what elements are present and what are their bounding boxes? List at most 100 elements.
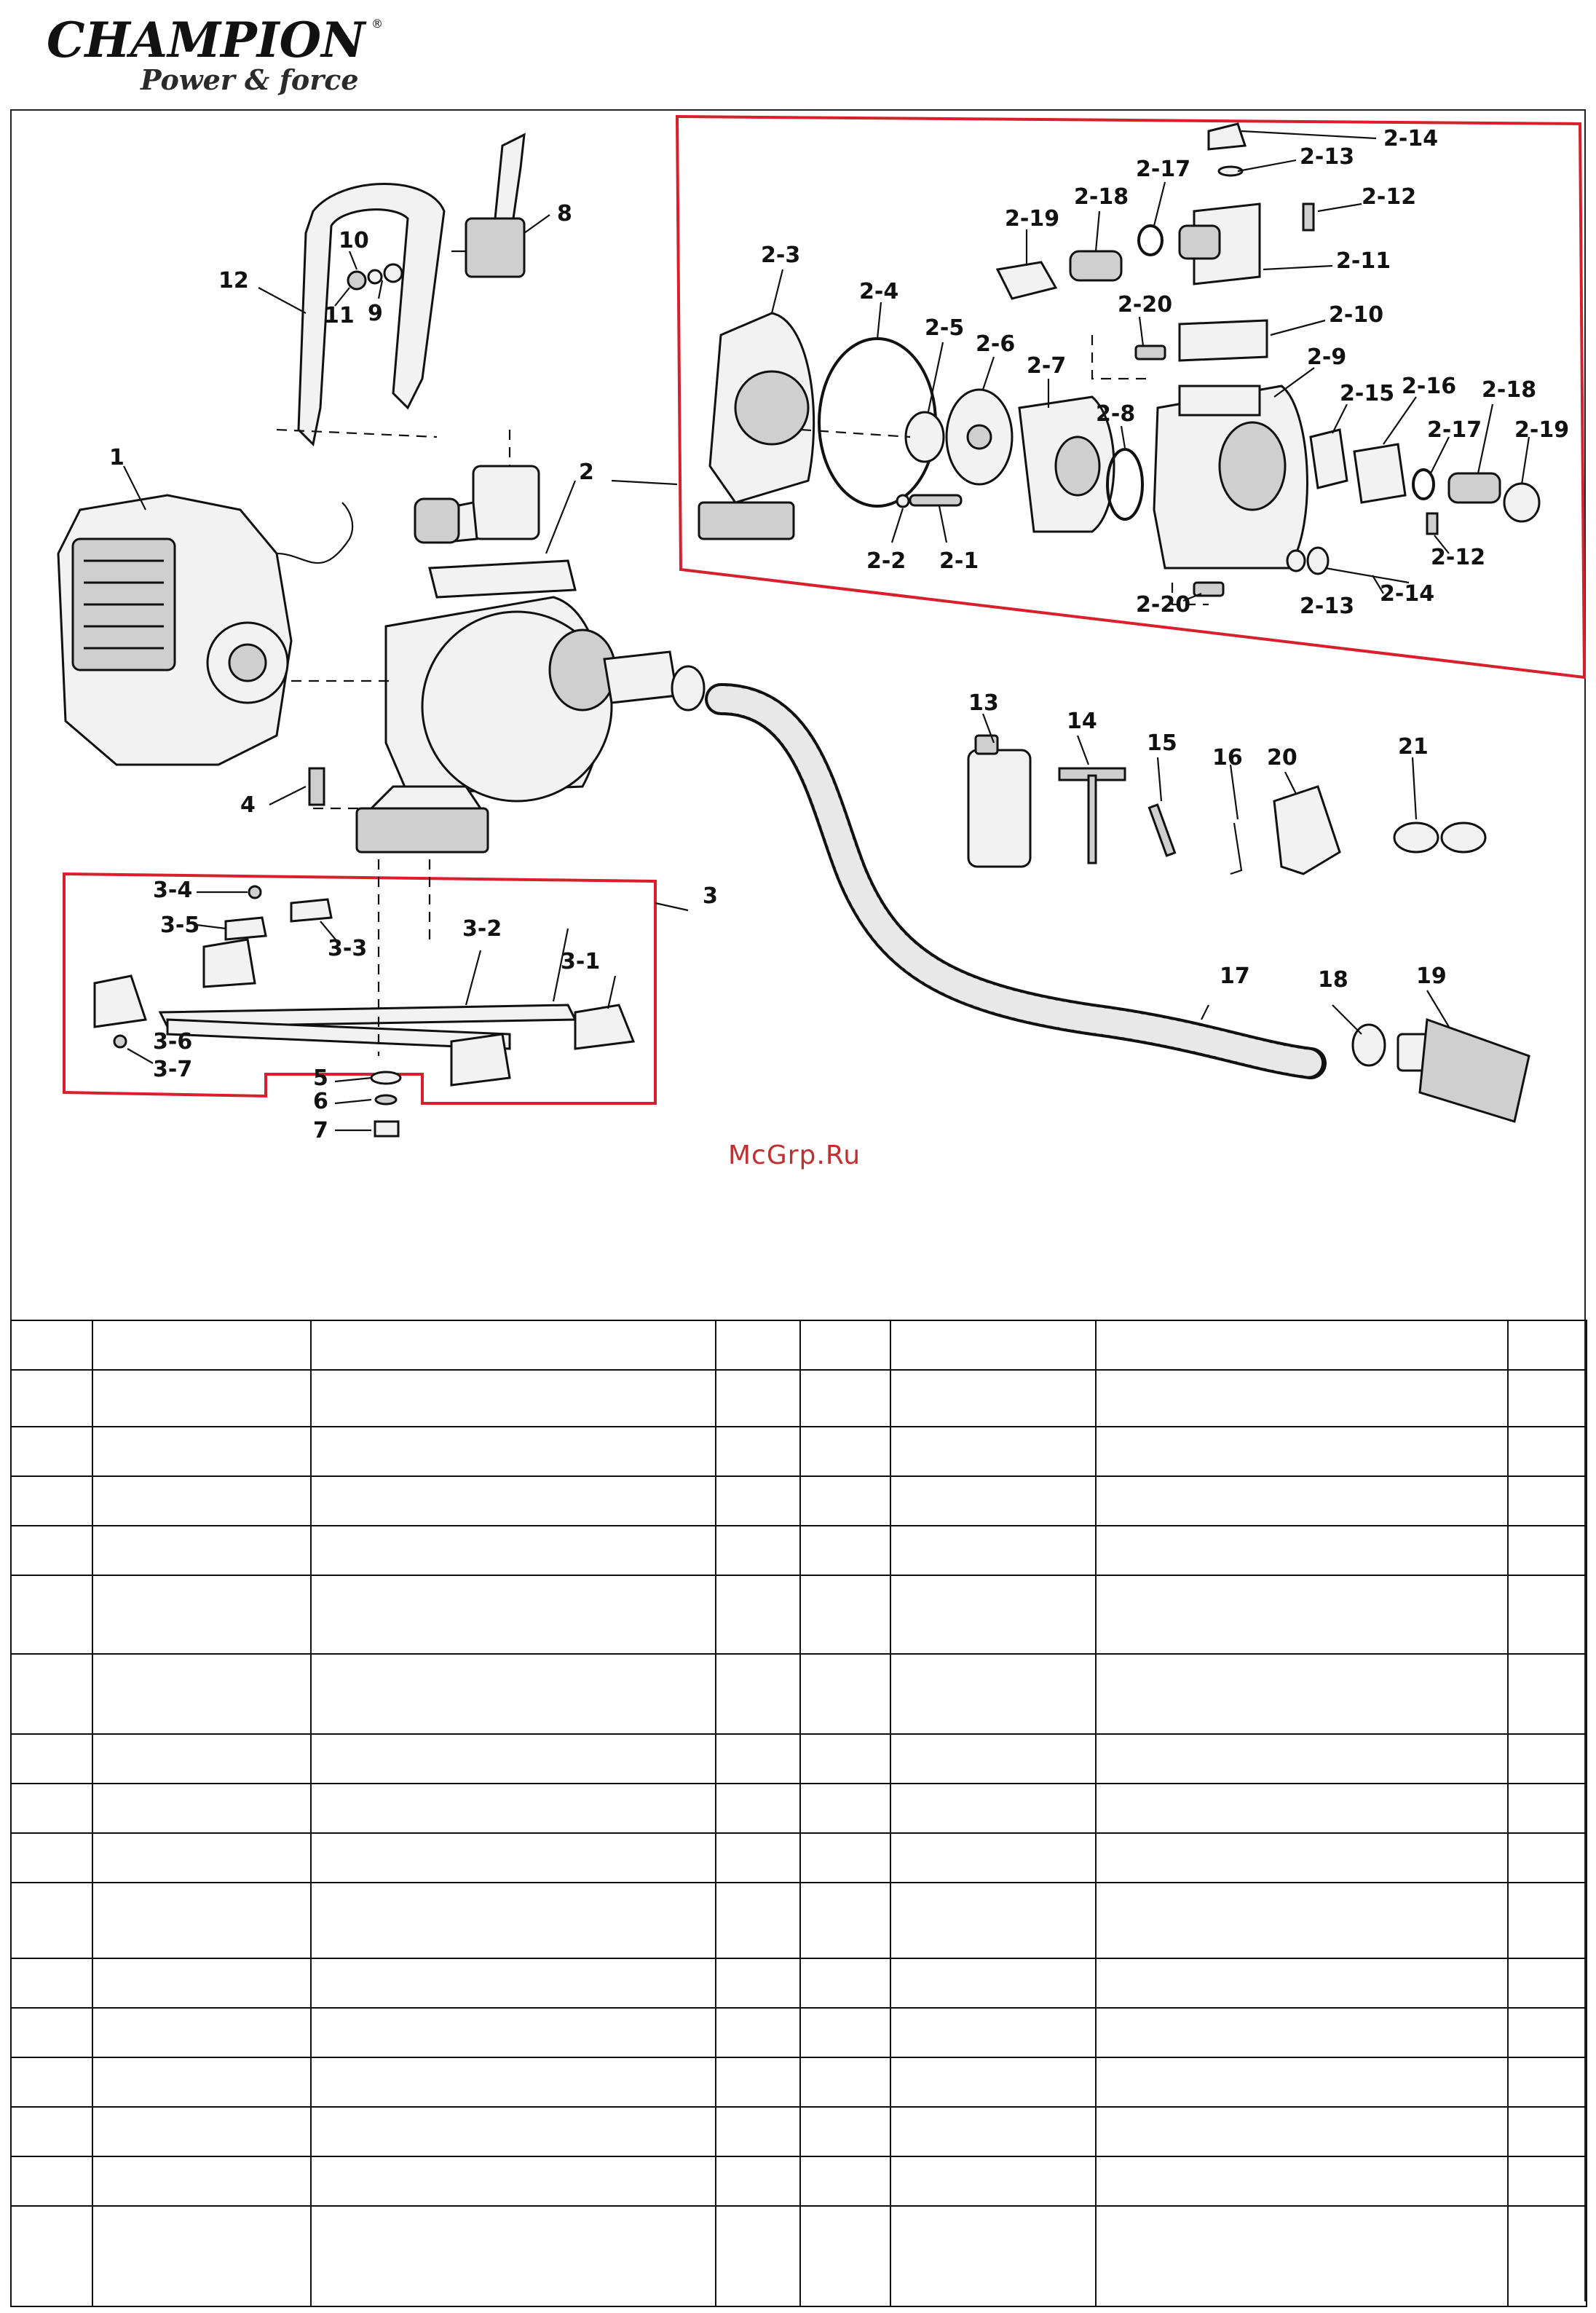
callout-2-14-lower: 2-14 <box>1380 581 1434 607</box>
callout-3-7: 3-7 <box>153 1057 192 1082</box>
callout-2-13: 2-13 <box>1300 144 1354 170</box>
frame-assembly-part <box>93 885 636 1087</box>
table-row <box>10 1320 1587 1371</box>
champion-logo: CHAMPION ® Power & force <box>47 12 383 96</box>
fastener-set-9-10-11 <box>347 263 403 291</box>
brand-name: CHAMPION <box>47 12 367 68</box>
callout-2-6: 2-6 <box>976 331 1015 357</box>
accessory-safety-glasses <box>1393 821 1487 854</box>
accessory-oil-bottle <box>967 734 1032 868</box>
table-row <box>10 1525 1587 1576</box>
callout-3-3: 3-3 <box>328 936 367 961</box>
pump-body-part <box>355 465 679 854</box>
callout-10: 10 <box>339 228 369 253</box>
table-row <box>10 1369 1587 1427</box>
table-row <box>10 1783 1587 1834</box>
callout-2-17-right: 2-17 <box>1427 417 1482 443</box>
table-row <box>10 1882 1587 1959</box>
callout-12: 12 <box>218 268 249 293</box>
callout-18: 18 <box>1318 967 1348 993</box>
page-border-right <box>1584 109 1586 2301</box>
callout-15: 15 <box>1147 730 1177 756</box>
callout-2-20: 2-20 <box>1118 292 1172 318</box>
callout-2-9: 2-9 <box>1307 344 1346 370</box>
callout-11: 11 <box>324 303 355 328</box>
throttle-lever-part <box>451 133 526 278</box>
table-row <box>10 1575 1587 1655</box>
accessory-gloves <box>1273 785 1341 875</box>
callout-19: 19 <box>1416 964 1447 989</box>
table-row <box>10 2106 1587 2157</box>
callout-2-12: 2-12 <box>1362 184 1416 210</box>
callout-14: 14 <box>1067 709 1097 734</box>
parts-table-body <box>10 1320 1587 2307</box>
callout-9: 9 <box>368 301 383 326</box>
table-row <box>10 2007 1587 2058</box>
callout-21: 21 <box>1398 734 1429 760</box>
callout-2-17: 2-17 <box>1136 157 1190 182</box>
handle-part <box>297 183 446 447</box>
brand-registered: ® <box>371 17 383 31</box>
frame-assembly-highlight-box <box>63 872 657 1105</box>
callout-2-20-lower: 2-20 <box>1136 592 1190 618</box>
alignment-line <box>1171 583 1209 606</box>
callout-2-19: 2-19 <box>1005 206 1059 232</box>
parts-table <box>10 1320 1587 2307</box>
watermark: McGrp.Ru <box>728 1140 861 1170</box>
alignment-line <box>800 428 911 438</box>
table-row <box>10 1958 1587 2009</box>
callout-5: 5 <box>313 1065 328 1091</box>
table-row <box>10 1733 1587 1784</box>
leader-lines <box>123 130 1530 1132</box>
callout-8: 8 <box>557 201 572 226</box>
callout-2-12-lower: 2-12 <box>1431 545 1485 570</box>
callout-2-10: 2-10 <box>1329 302 1383 328</box>
callout-7: 7 <box>313 1118 328 1143</box>
callout-4: 4 <box>240 792 256 818</box>
callout-17: 17 <box>1220 964 1250 989</box>
callout-2-16: 2-16 <box>1402 374 1456 399</box>
header-rule <box>10 109 1586 111</box>
callout-2-8: 2-8 <box>1096 401 1135 427</box>
callout-2-2: 2-2 <box>866 548 906 574</box>
accessory-t-wrench <box>1058 767 1126 864</box>
callout-3-5: 3-5 <box>160 913 200 938</box>
clamp-part <box>671 665 706 712</box>
callout-3-4: 3-4 <box>153 878 192 903</box>
callout-13: 13 <box>968 690 999 716</box>
callout-2-3: 2-3 <box>761 243 800 268</box>
pump-exploded-parts <box>698 122 1541 597</box>
hose-clamp <box>1351 1023 1386 1067</box>
page-border-left <box>10 109 12 2301</box>
strainer-part <box>1396 1017 1530 1123</box>
table-row <box>10 2205 1587 2307</box>
accessory-spanner <box>1147 803 1177 857</box>
brand-tagline: Power & force <box>140 63 359 96</box>
exploded-parts-diagram: 1 2 3 4 5 6 7 8 9 10 11 12 13 14 15 16 1… <box>57 114 1587 1143</box>
callout-2-7: 2-7 <box>1027 353 1066 379</box>
callout-2-11: 2-11 <box>1336 248 1391 274</box>
callout-2-14: 2-14 <box>1383 126 1438 151</box>
callout-2: 2 <box>579 460 594 485</box>
table-row <box>10 1426 1587 1477</box>
accessory-hex-key <box>1230 822 1243 875</box>
table-row <box>10 1832 1587 1883</box>
callout-16: 16 <box>1212 745 1243 771</box>
callout-1: 1 <box>109 445 125 470</box>
callout-2-19-right: 2-19 <box>1514 417 1569 443</box>
callout-2-5: 2-5 <box>925 315 964 341</box>
callout-2-4: 2-4 <box>859 279 898 304</box>
callout-3-1: 3-1 <box>561 949 600 974</box>
alignment-line <box>1091 335 1150 380</box>
pump-assembly-highlight-box <box>675 114 1587 679</box>
alignment-line <box>276 428 438 438</box>
table-row <box>10 1653 1587 1735</box>
bolt-and-washers <box>308 767 402 1138</box>
callout-2-18: 2-18 <box>1074 184 1129 210</box>
callout-2-18-right: 2-18 <box>1482 377 1536 403</box>
callout-2-13-lower: 2-13 <box>1300 594 1354 619</box>
callout-3: 3 <box>703 883 718 909</box>
callout-2-15: 2-15 <box>1340 381 1394 406</box>
callout-20: 20 <box>1267 745 1297 771</box>
